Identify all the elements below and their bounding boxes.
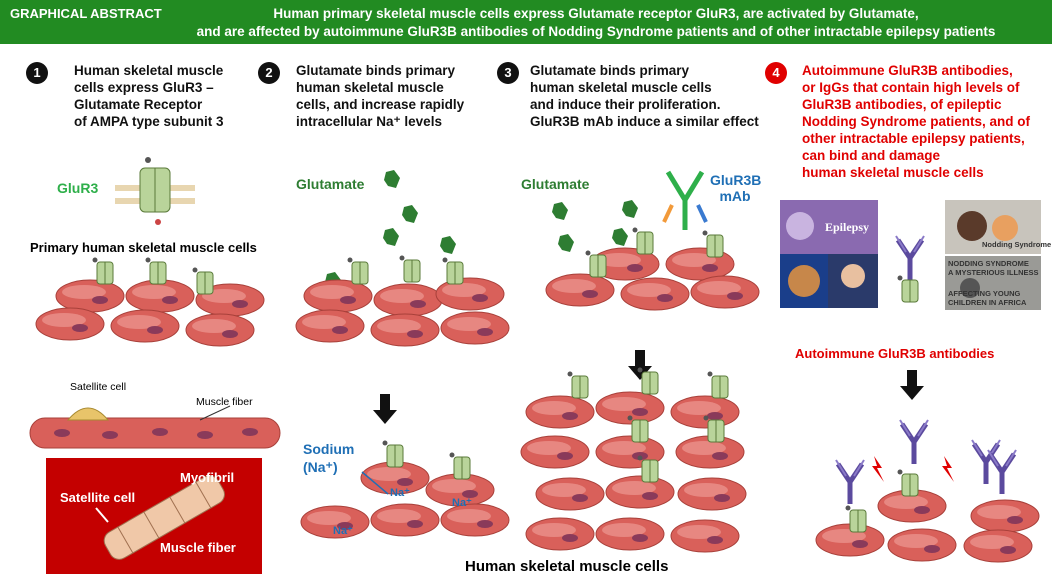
panel-2-sodium-cells: [300, 440, 510, 539]
na-label-2: Na⁺: [452, 497, 472, 509]
panel-2-down-arrow: [373, 394, 397, 424]
banner-title-line2: and are affected by autoimmune GluR3B an…: [196, 24, 996, 39]
bottom-caption: Human skeletal muscle cells: [465, 558, 669, 575]
myofibril-box: [46, 458, 262, 574]
box-muscle-fiber-label: Muscle fiber: [160, 540, 236, 555]
muscle-fiber-label: Muscle fiber: [196, 396, 253, 408]
banner-label: GRAPHICAL ABSTRACT: [10, 6, 162, 21]
glutamate-label-2: Glutamate: [296, 176, 365, 192]
nodding-syndrome-label: Nodding Syndrome: [982, 240, 1052, 249]
panel-2-number: 2: [258, 62, 280, 84]
muscle-fiber-icon: [29, 405, 281, 449]
mab-antibody-icon: [662, 170, 708, 230]
box-satellite-label: Satellite cell: [60, 490, 136, 505]
panel-1-cells: [35, 257, 265, 347]
glur3-label: GluR3: [57, 180, 99, 196]
glutamate-label-3: Glutamate: [521, 176, 590, 192]
epilepsy-label: Epilepsy: [825, 220, 870, 234]
banner-title-line1: Human primary skeletal muscle cells expr…: [273, 6, 919, 21]
panel-3-number: 3: [497, 62, 519, 84]
epilepsy-image: [780, 200, 878, 308]
antibody-center-icon: [896, 236, 924, 303]
satellite-cell-label: Satellite cell: [70, 381, 127, 393]
panel-2-cells: [295, 255, 510, 347]
sodium-label: Sodium(Na⁺): [303, 441, 355, 475]
panel-4-number: 4: [765, 62, 787, 84]
panel-3-glutamate-molecules: [552, 200, 638, 252]
na-label-1: Na⁺: [390, 487, 410, 499]
autoimmune-label: Autoimmune GluR3B antibodies: [795, 346, 995, 361]
box-myofibril-label: Myofibril: [180, 470, 235, 485]
panel-3-cells: [545, 227, 760, 311]
panel-4-down-arrow: [900, 370, 924, 400]
nodding-syndrome-image: [945, 200, 1041, 310]
panel-4-damaged-cells: [815, 420, 1040, 563]
na-label-3: Na⁺: [333, 525, 353, 537]
header-banner: GRAPHICAL ABSTRACT Human primary skeleta…: [0, 0, 1052, 44]
membrane-receptor-icon: [115, 157, 195, 225]
panel-1-number: 1: [26, 62, 48, 84]
panel-3-proliferated-cells: [520, 367, 747, 553]
primary-cells-label: Primary human skeletal muscle cells: [30, 240, 257, 255]
panel-4-text: Autoimmune GluR3B antibodies,or IgGs tha…: [802, 63, 1031, 180]
